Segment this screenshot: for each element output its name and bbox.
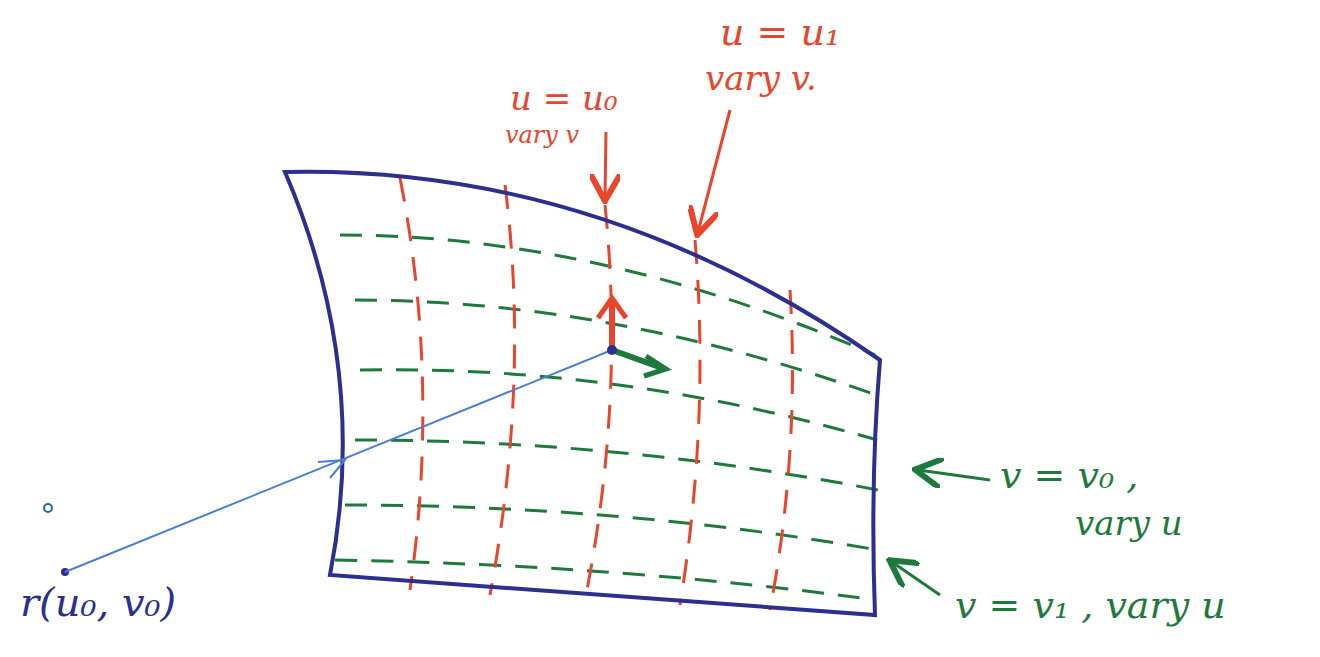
- curve-label: u = u₀: [510, 80, 618, 117]
- curve-label: v = v₀ ,: [1000, 455, 1138, 497]
- position-vector-label: r(u₀, v₀): [20, 580, 176, 624]
- curve-note: vary v: [505, 122, 579, 148]
- curve-note: vary v.: [705, 60, 817, 97]
- curve-label: u = u₁: [720, 12, 840, 54]
- curve-label: v = v₁ , vary u: [955, 585, 1226, 627]
- curve-note: vary u: [1075, 505, 1183, 542]
